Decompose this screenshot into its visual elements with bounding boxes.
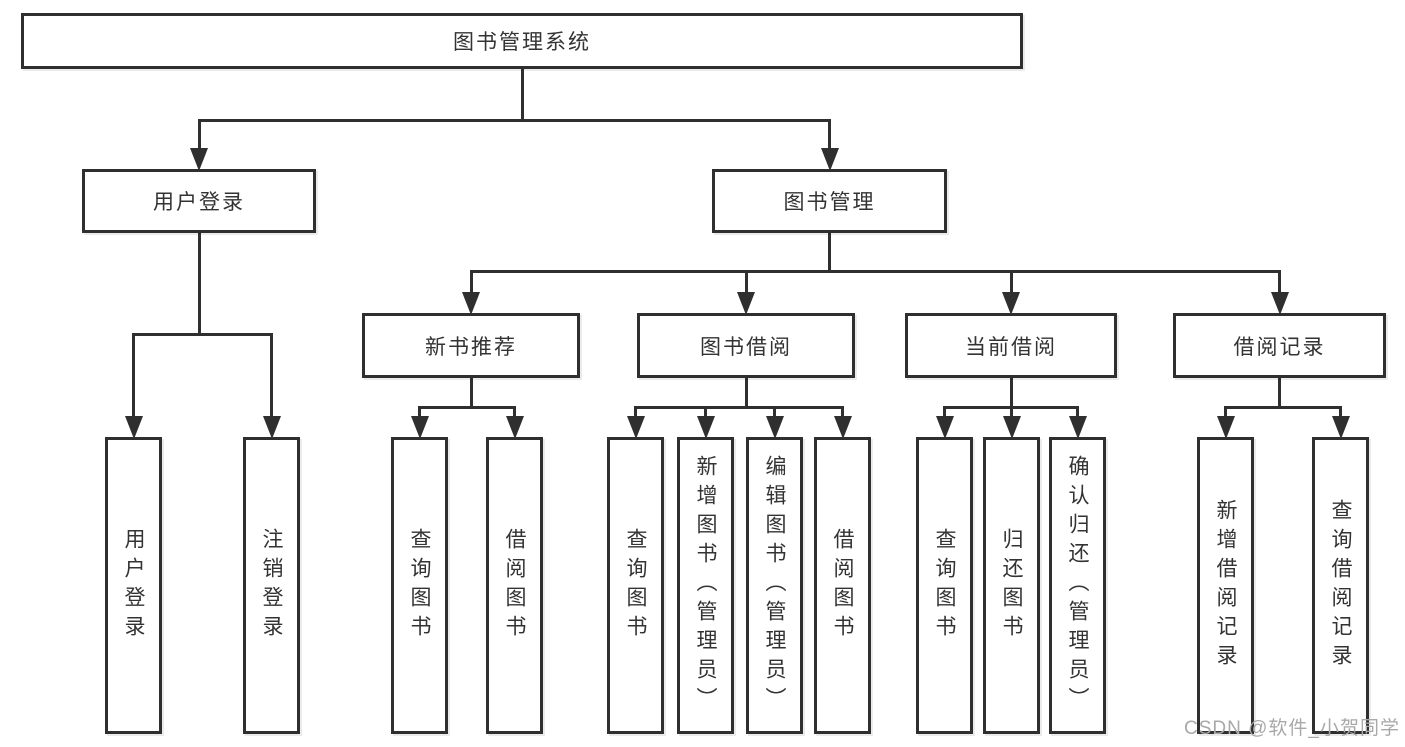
node-leaf-confirm-return-admin: 确认归还（管理员） xyxy=(1049,437,1106,734)
arrow-down-icon xyxy=(820,148,839,171)
connector-line xyxy=(1278,269,1281,297)
node-label-leaf-query-books-recommend: 查询图书 xyxy=(408,527,431,644)
connector-line xyxy=(744,269,748,297)
node-label-leaf-query-books-borrowing: 查询图书 xyxy=(624,527,647,644)
node-current-borrowing: 当前借阅 xyxy=(905,313,1117,378)
arrow-down-icon xyxy=(833,416,852,439)
node-label-new-book-recommendation: 新书推荐 xyxy=(425,335,517,359)
connector-line xyxy=(469,269,473,297)
node-label-user-login: 用户登录 xyxy=(153,191,245,214)
node-leaf-query-borrow-record: 查询借阅记录 xyxy=(1312,437,1369,734)
connector-line xyxy=(197,231,201,336)
node-label-leaf-borrow-books-borrowing: 借阅图书 xyxy=(831,527,854,644)
node-book-management: 图书管理 xyxy=(712,169,947,233)
connector-line xyxy=(520,67,524,122)
arrow-down-icon xyxy=(1068,416,1087,439)
connector-line xyxy=(1010,405,1013,421)
node-label-leaf-add-books-admin: 新增图书（管理员） xyxy=(694,455,717,716)
node-leaf-query-books-borrowing: 查询图书 xyxy=(607,437,664,734)
node-label-leaf-query-borrow-record: 查询借阅记录 xyxy=(1329,498,1352,673)
connector-line xyxy=(197,118,201,153)
watermark: CSDN @软件_小贺同学 xyxy=(1184,718,1400,739)
connector-line xyxy=(828,118,831,153)
node-label-leaf-user-login: 用户登录 xyxy=(122,527,145,644)
node-label-leaf-query-books-current: 查询图书 xyxy=(933,527,956,644)
arrow-down-icon xyxy=(505,416,524,439)
node-leaf-borrow-books-borrowing: 借阅图书 xyxy=(814,437,871,734)
arrow-down-icon xyxy=(1331,416,1350,439)
connector-line xyxy=(469,376,473,409)
arrow-down-icon xyxy=(935,416,954,439)
node-borrowing-records: 借阅记录 xyxy=(1173,313,1386,378)
arrow-down-icon xyxy=(1002,416,1021,439)
connector-line xyxy=(418,405,516,409)
connector-line xyxy=(132,332,135,421)
connector-line xyxy=(418,405,421,421)
arrow-down-icon xyxy=(1216,416,1235,439)
node-book-borrowing: 图书借阅 xyxy=(637,313,855,378)
node-label-book-borrowing: 图书借阅 xyxy=(700,335,792,359)
node-label-leaf-confirm-return-admin: 确认归还（管理员） xyxy=(1066,455,1089,716)
node-leaf-query-books-current: 查询图书 xyxy=(916,437,973,734)
connector-line xyxy=(773,405,776,421)
node-leaf-user-login: 用户登录 xyxy=(105,437,162,734)
node-leaf-add-borrow-record: 新增借阅记录 xyxy=(1197,437,1254,734)
connector-line xyxy=(1009,269,1013,297)
connector-line xyxy=(634,405,844,409)
arrow-down-icon xyxy=(410,416,429,439)
arrow-down-icon xyxy=(1270,292,1289,315)
connector-line xyxy=(744,376,748,409)
node-leaf-borrow-books-recommend: 借阅图书 xyxy=(486,437,543,734)
node-root: 图书管理系统 xyxy=(21,13,1023,69)
arrow-down-icon xyxy=(626,416,645,439)
node-leaf-logout: 注销登录 xyxy=(243,437,300,734)
node-label-leaf-logout: 注销登录 xyxy=(260,527,283,644)
node-leaf-query-books-recommend: 查询图书 xyxy=(391,437,448,734)
arrow-down-icon xyxy=(696,416,715,439)
connector-line xyxy=(841,405,844,421)
node-leaf-return-books: 归还图书 xyxy=(983,437,1040,734)
connector-line xyxy=(197,118,831,122)
arrow-down-icon xyxy=(462,292,480,315)
connector-line xyxy=(513,405,516,421)
node-label-leaf-add-borrow-record: 新增借阅记录 xyxy=(1214,498,1237,673)
connector-line xyxy=(1339,405,1342,421)
arrow-down-icon xyxy=(190,148,208,171)
node-label-book-management: 图书管理 xyxy=(783,191,876,214)
node-label-leaf-edit-books-admin: 编辑图书（管理员） xyxy=(763,455,786,716)
node-user-login: 用户登录 xyxy=(82,169,316,233)
connector-line xyxy=(469,269,1281,273)
node-label-current-borrowing: 当前借阅 xyxy=(965,335,1057,359)
arrow-down-icon xyxy=(1002,292,1020,315)
connector-line xyxy=(1278,376,1281,409)
node-label-root: 图书管理系统 xyxy=(453,31,591,54)
arrow-down-icon xyxy=(262,416,281,439)
connector-line xyxy=(1224,405,1227,421)
connector-line xyxy=(704,405,707,421)
arrow-down-icon xyxy=(737,292,755,315)
connector-line xyxy=(132,332,273,336)
connector-line xyxy=(1224,405,1342,409)
connector-line xyxy=(1076,405,1079,421)
connector-line xyxy=(1009,376,1013,409)
node-leaf-add-books-admin: 新增图书（管理员） xyxy=(677,437,734,734)
connector-line xyxy=(828,231,831,273)
connector-line xyxy=(270,332,273,421)
node-label-leaf-return-books: 归还图书 xyxy=(1000,527,1023,644)
node-label-leaf-borrow-books-recommend: 借阅图书 xyxy=(503,527,526,644)
arrow-down-icon xyxy=(765,416,784,439)
arrow-down-icon xyxy=(124,416,143,439)
connector-line xyxy=(943,405,946,421)
connector-line xyxy=(634,405,637,421)
node-new-book-recommendation: 新书推荐 xyxy=(362,313,580,378)
node-leaf-edit-books-admin: 编辑图书（管理员） xyxy=(746,437,803,734)
node-label-borrowing-records: 借阅记录 xyxy=(1233,335,1326,359)
